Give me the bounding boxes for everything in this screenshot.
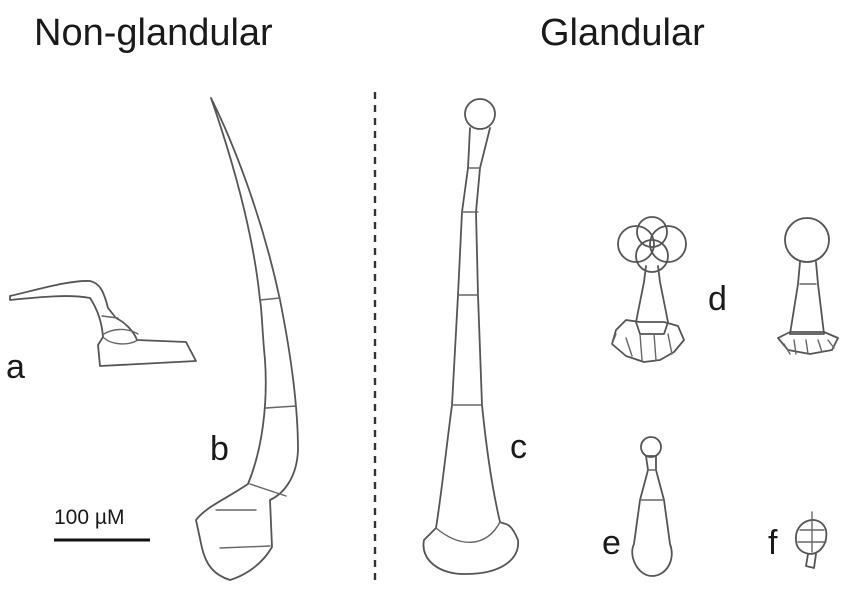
label-e: e — [602, 524, 621, 562]
trichome-a — [9, 280, 197, 367]
trichome-c — [422, 98, 519, 575]
label-f: f — [768, 524, 778, 562]
trichome-d-right — [777, 217, 839, 355]
trichome-f — [795, 511, 828, 569]
scale-bar-label: 100 µM — [54, 506, 124, 529]
heading-glandular: Glandular — [540, 12, 705, 54]
trichome-b — [195, 97, 299, 581]
trichome-d-left — [611, 216, 687, 363]
trichome-e — [631, 436, 673, 577]
label-a: a — [6, 348, 25, 386]
label-d: d — [708, 280, 727, 318]
label-b: b — [210, 430, 229, 468]
label-c: c — [510, 428, 527, 466]
heading-non-glandular: Non-glandular — [34, 12, 273, 54]
